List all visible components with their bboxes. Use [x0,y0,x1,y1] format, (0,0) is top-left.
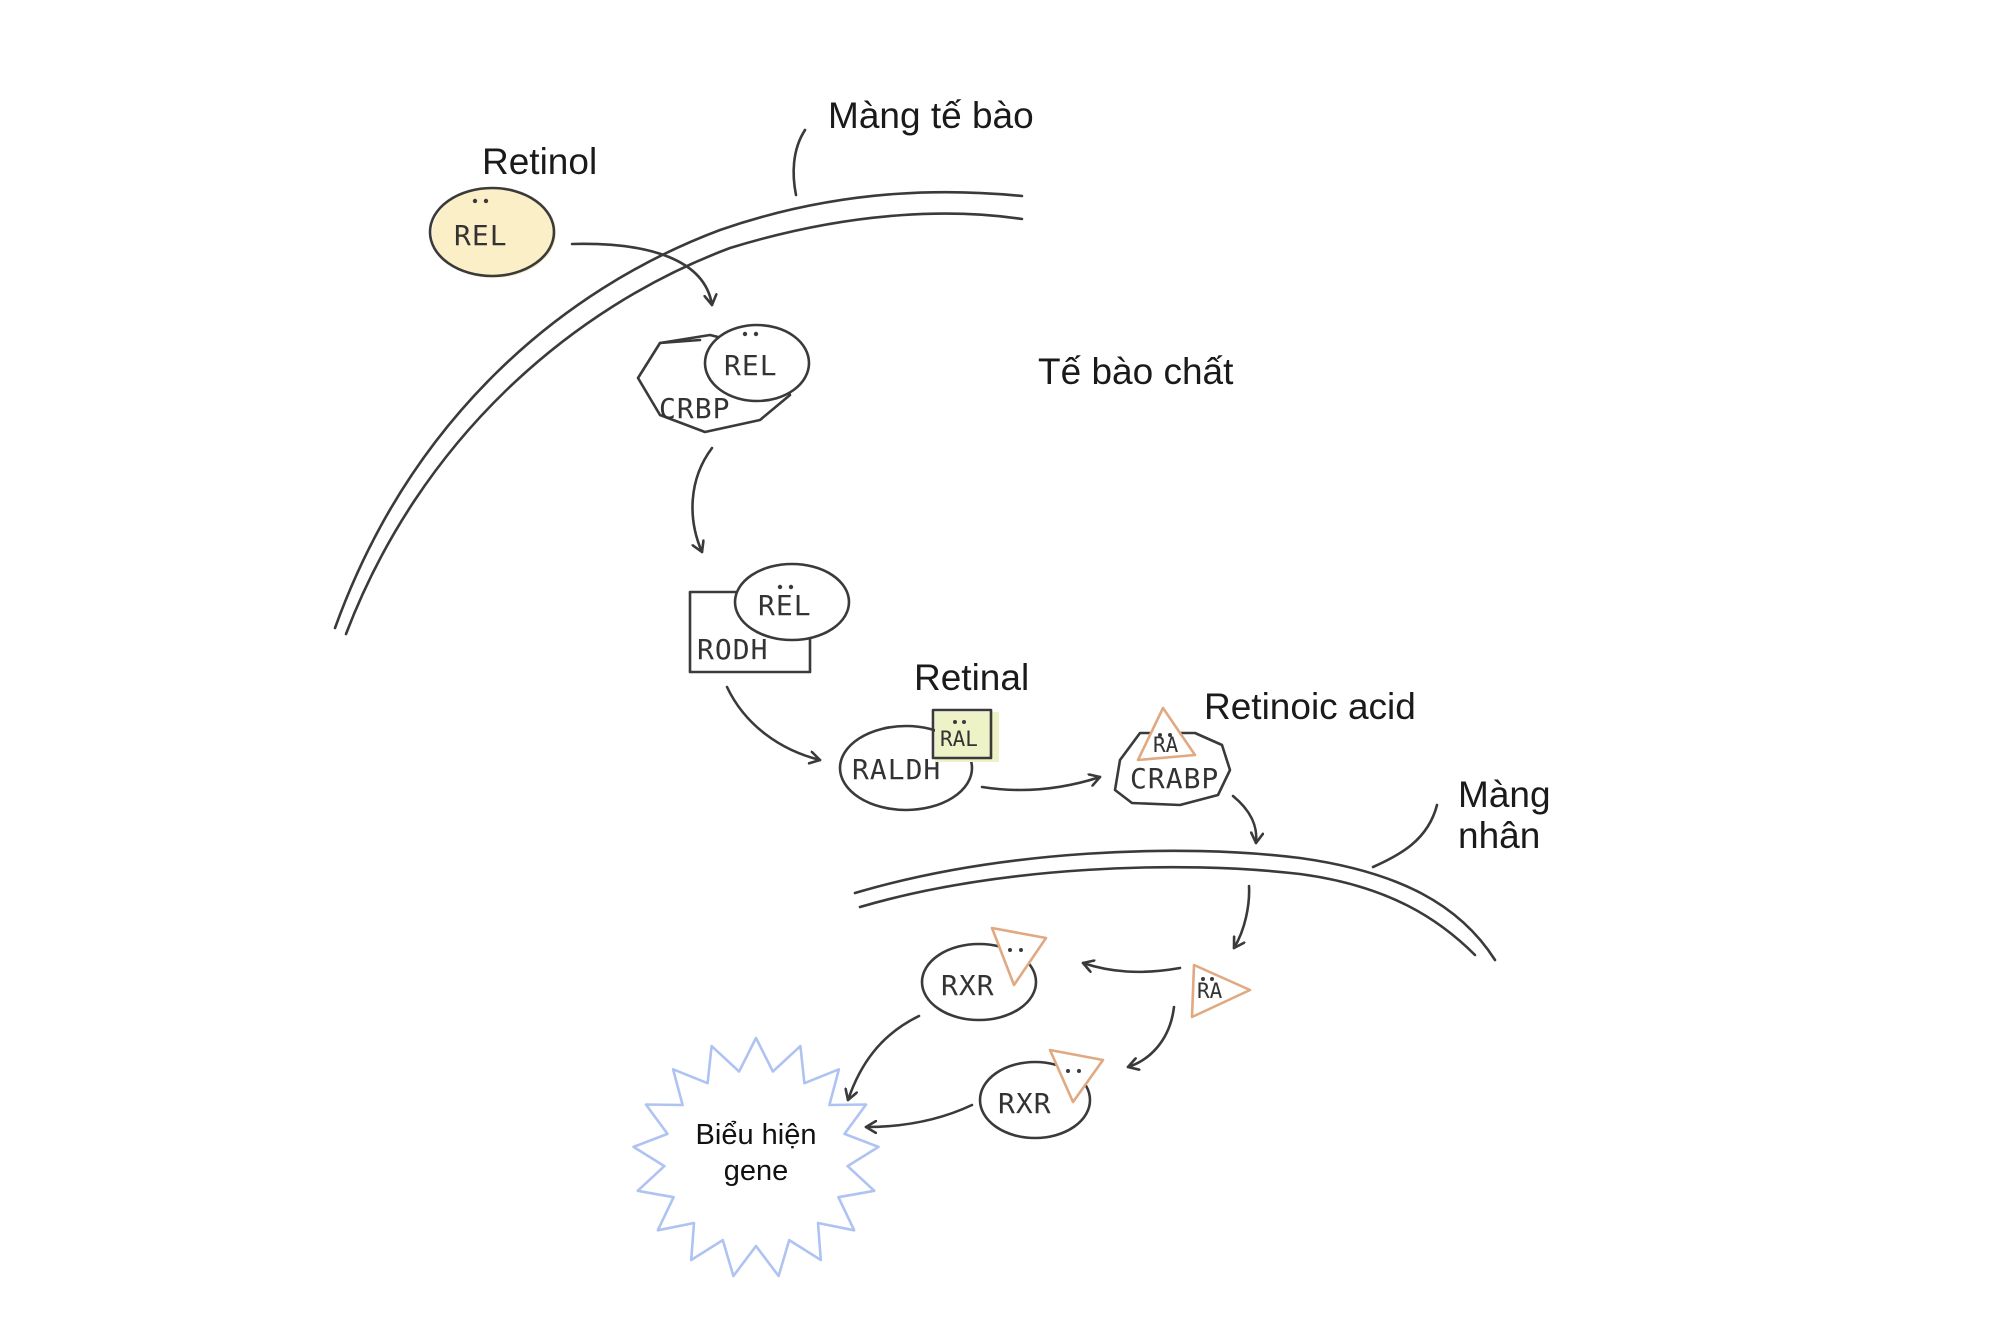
rxr-text: RXR [998,1087,1052,1120]
gene-expression-burst [632,1036,880,1278]
rodh-text: RODH [697,633,768,666]
arrow-ra-to-rxr-bottom [1126,1005,1176,1067]
arrow-through-nuclear-membrane [1232,884,1251,950]
ra-text: RA [1197,979,1223,1003]
crabp-ra-complex: CRABP RA [1113,706,1232,807]
nuclear-membrane-label-line2: nhân [1458,815,1540,856]
retinol-label: Retinol [482,141,597,182]
rodh-rel-complex: RODH REL [688,562,851,674]
raldh-text: RALDH [852,753,941,786]
arrow-retinol-to-crbp [570,242,712,307]
arrow-rodh-to-raldh [725,685,822,760]
cell-membrane-pointer [792,128,807,197]
nuclear-membrane-label-line1: Màng [1458,774,1551,815]
raldh-ral-complex: RALDH RAL [838,708,999,812]
crbp-text: CRBP [659,392,730,425]
rxr-text: RXR [941,969,995,1002]
arrow-rxr-bottom-to-gene [864,1103,974,1127]
ra-nucleus: RA [1190,963,1252,1019]
arrow-ra-to-rxr-top [1081,963,1182,974]
arrow-crabp-to-nucleus [1231,794,1256,845]
ra-text: RA [1153,733,1179,757]
rxr-ra-complex-top: RXR [920,926,1048,1022]
arrow-crbp-to-rodh [693,446,714,554]
nuclear-membrane [853,803,1497,962]
cytoplasm-label: Tế bào chất [1038,351,1234,392]
rel-text: REL [758,589,812,622]
gene-expression-node: Biểu hiện gene [632,1036,880,1278]
gene-expression-line2: gene [724,1155,789,1187]
crabp-text: CRABP [1130,762,1219,795]
rel-text: REL [724,349,778,382]
retinal-label: Retinal [914,657,1029,698]
cell-membrane [333,128,1024,636]
arrow-raldh-to-crabp [980,777,1102,792]
retinoic-acid-label: Retinoic acid [1204,686,1416,727]
gene-expression-line1: Biểu hiện [696,1119,817,1151]
cell-membrane-label: Màng tế bào [828,95,1034,136]
rel-text: REL [454,219,508,252]
arrow-rxr-top-to-gene [848,1014,921,1102]
rxr-ra-complex-bottom: RXR [978,1048,1105,1140]
crbp-rel-complex: CRBP REL [636,323,811,434]
ral-text: RAL [940,727,978,751]
nuclear-membrane-pointer [1371,803,1439,869]
retinol-rel-node: REL [428,186,556,278]
